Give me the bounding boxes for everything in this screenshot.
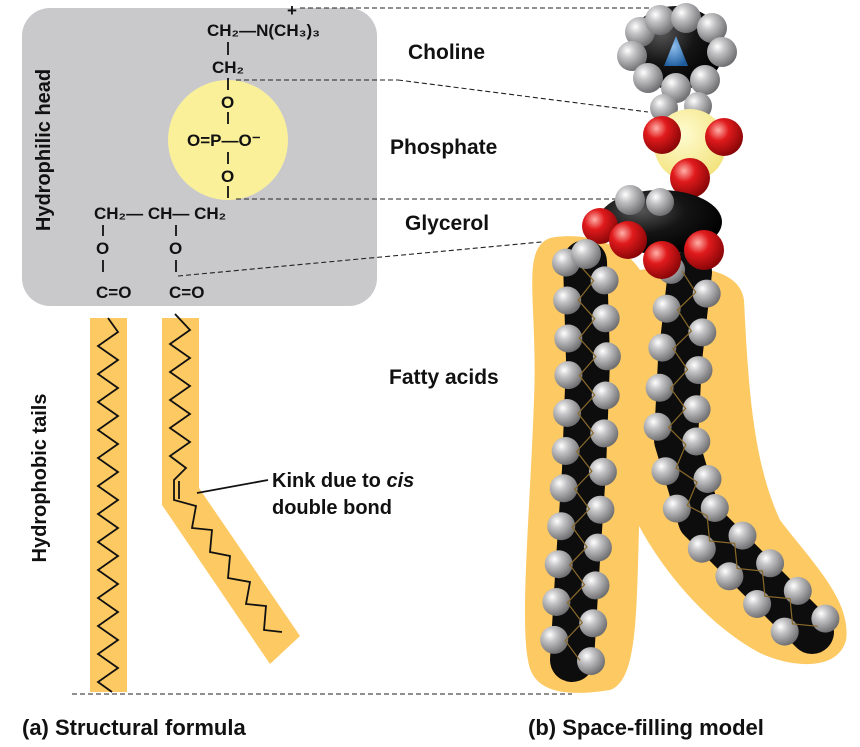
formula-co-mid: C=O bbox=[169, 283, 204, 302]
unsaturated-tail-band bbox=[162, 318, 300, 664]
glycerol-label: Glycerol bbox=[405, 212, 489, 235]
formula-phosphorus-row: O=P—O⁻ bbox=[187, 131, 261, 150]
hydrophobic-tails-label: Hydrophobic tails bbox=[29, 394, 51, 563]
space-filling-tail-left bbox=[540, 240, 621, 682]
hydrophilic-head-label: Hydrophilic head bbox=[33, 69, 55, 231]
formula-o-bottom: O bbox=[221, 167, 234, 186]
formula-glycerol-row: CH₂— CH— CH₂ bbox=[94, 204, 226, 223]
fatty-acid-dashed-line bbox=[177, 237, 585, 277]
formula-o-top: O bbox=[221, 93, 234, 112]
caption-structural-formula: (a) Structural formula bbox=[22, 715, 246, 740]
caption-space-filling-model: (b) Space-filling model bbox=[528, 715, 764, 740]
formula-ch2-n: CH₂—N(CH₃)₃ bbox=[207, 21, 320, 40]
kink-label-line2: double bond bbox=[272, 497, 392, 519]
space-filling-tail-right bbox=[643, 250, 840, 654]
phosphate-label: Phosphate bbox=[390, 136, 497, 159]
space-filling-head bbox=[571, 3, 743, 279]
choline-label: Choline bbox=[408, 41, 485, 64]
unsaturated-tail-chain bbox=[168, 313, 283, 633]
saturated-tail-band bbox=[90, 318, 127, 692]
formula-ch2-top: CH₂ bbox=[212, 58, 244, 77]
formula-o-left: O bbox=[96, 239, 109, 258]
formula-plus: + bbox=[287, 1, 297, 20]
kink-label-line1: Kink due to cis bbox=[272, 470, 414, 492]
formula-o-mid: O bbox=[169, 239, 182, 258]
fatty-acids-label: Fatty acids bbox=[389, 366, 499, 389]
formula-co-left: C=O bbox=[96, 283, 131, 302]
saturated-tail-chain bbox=[96, 317, 120, 693]
phosphate-circle bbox=[168, 80, 288, 200]
